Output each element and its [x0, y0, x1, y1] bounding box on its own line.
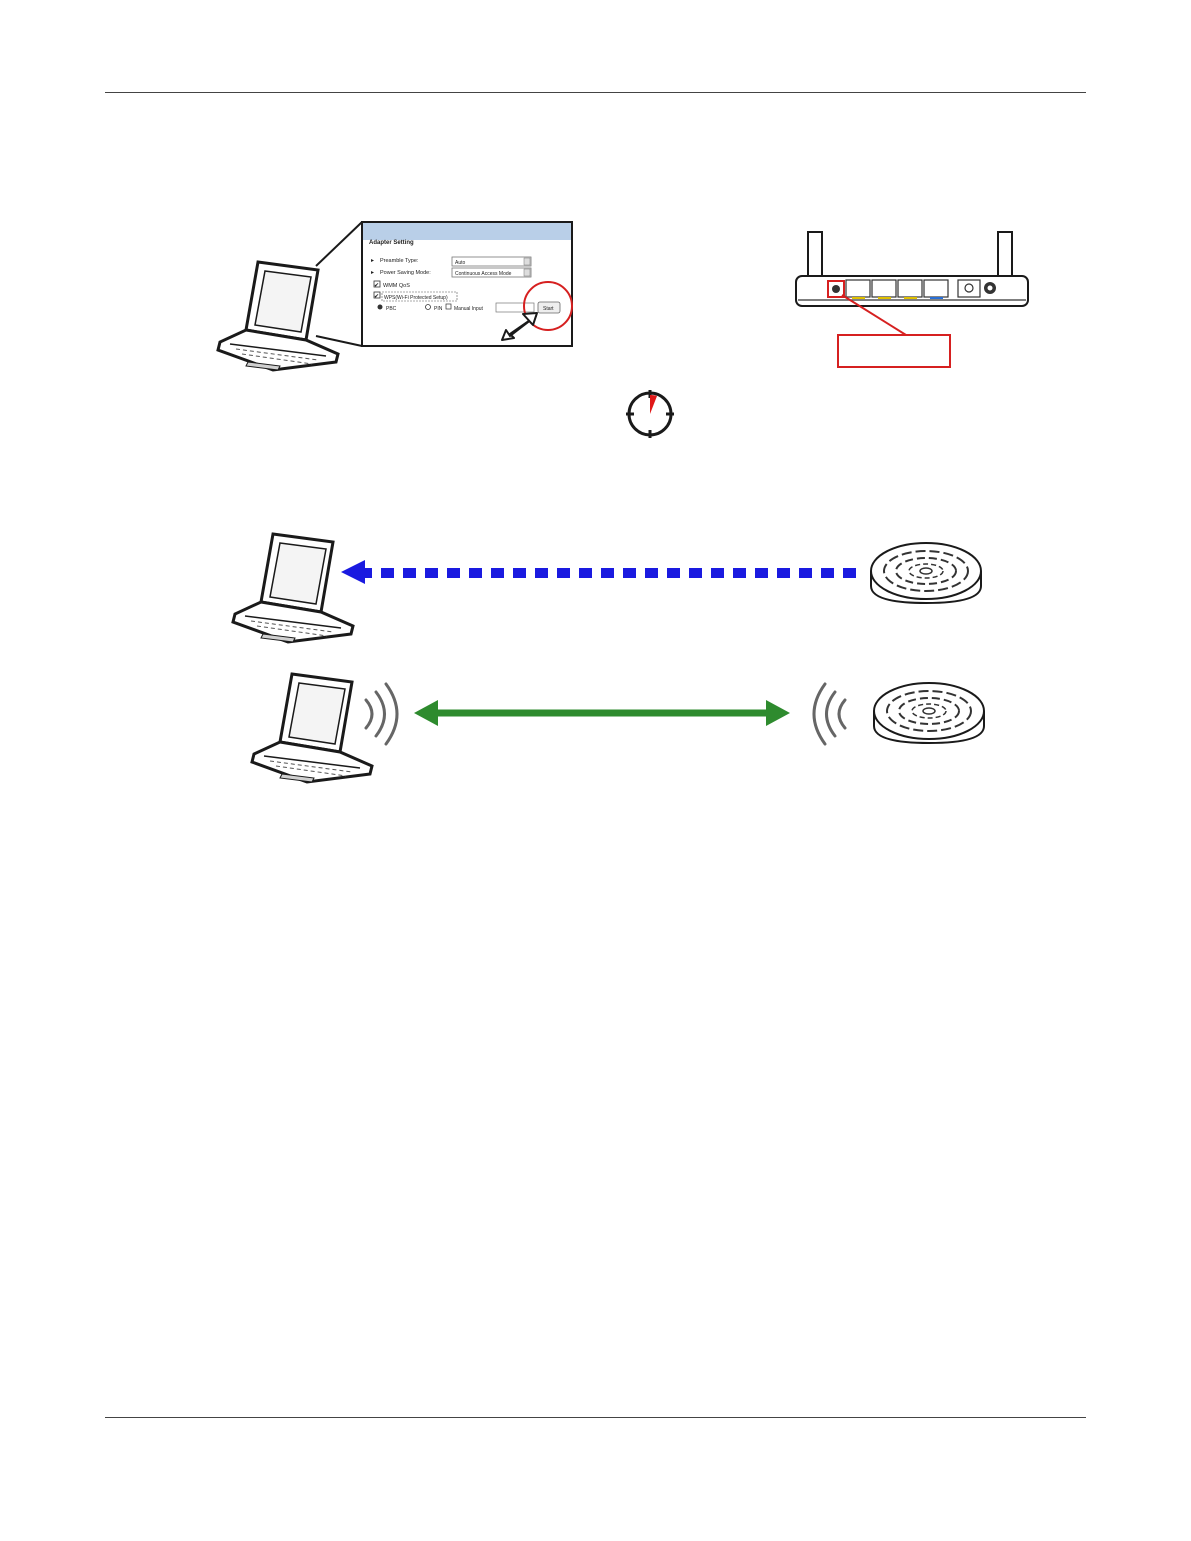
svg-text:✔: ✔: [374, 294, 379, 300]
timer-icon: [626, 390, 674, 438]
laptop-illustration: [216, 260, 340, 372]
connection-established-arrow: [414, 700, 790, 726]
pbc-label: PBC: [386, 306, 397, 312]
adapter-setting-dialog: Adapter Setting ▸ Preamble Type: Auto ▸ …: [361, 221, 573, 347]
wireless-signal-icon: [812, 682, 847, 746]
wps-callout-box: [837, 334, 951, 368]
router-wps-button[interactable]: [832, 285, 840, 293]
laptop-illustration: [231, 532, 355, 644]
wps-label: WPS(Wi-Fi Protected Setup): [384, 295, 448, 301]
power-saving-value: Continuous Access Mode: [455, 271, 512, 277]
power-saving-label: Power Saving Mode:: [380, 270, 431, 276]
manual-input-field[interactable]: [495, 302, 535, 313]
wmm-qos-label: WMM QoS: [383, 283, 410, 289]
dialog-title: Adapter Setting: [369, 240, 414, 246]
wps-button-highlight: [827, 280, 845, 298]
pbc-radio[interactable]: [377, 304, 383, 310]
wireless-signal-icon: [364, 682, 399, 746]
preamble-type-label: Preamble Type:: [380, 258, 419, 264]
footer-rule: [105, 1417, 1086, 1418]
wmm-qos-checkbox[interactable]: [373, 280, 381, 288]
pin-radio[interactable]: [425, 304, 431, 310]
svg-text:▸: ▸: [371, 258, 374, 264]
router-rear-panel: [795, 231, 1029, 368]
preamble-type-value: Auto: [455, 260, 466, 266]
pointer-arrow-icon: [501, 312, 538, 341]
svg-text:✔: ✔: [374, 283, 379, 289]
start-button[interactable]: [537, 301, 561, 314]
wps-checkbox[interactable]: [373, 291, 381, 299]
access-point-illustration: [873, 682, 985, 744]
manual-input-checkbox[interactable]: [445, 303, 452, 310]
access-point-illustration: [870, 542, 982, 604]
preamble-type-select[interactable]: [451, 256, 532, 267]
svg-text:▸: ▸: [371, 270, 374, 276]
start-button-label: Start: [543, 306, 554, 312]
power-saving-select[interactable]: [451, 267, 532, 278]
start-highlight-circle: [523, 281, 573, 331]
laptop-illustration: [250, 672, 374, 784]
header-rule: [105, 92, 1086, 93]
manual-input-label: Manual Input: [454, 306, 484, 312]
wps-connection-figure: Adapter Setting ▸ Preamble Type: Auto ▸ …: [216, 221, 1029, 784]
pin-label: PIN: [434, 306, 443, 312]
